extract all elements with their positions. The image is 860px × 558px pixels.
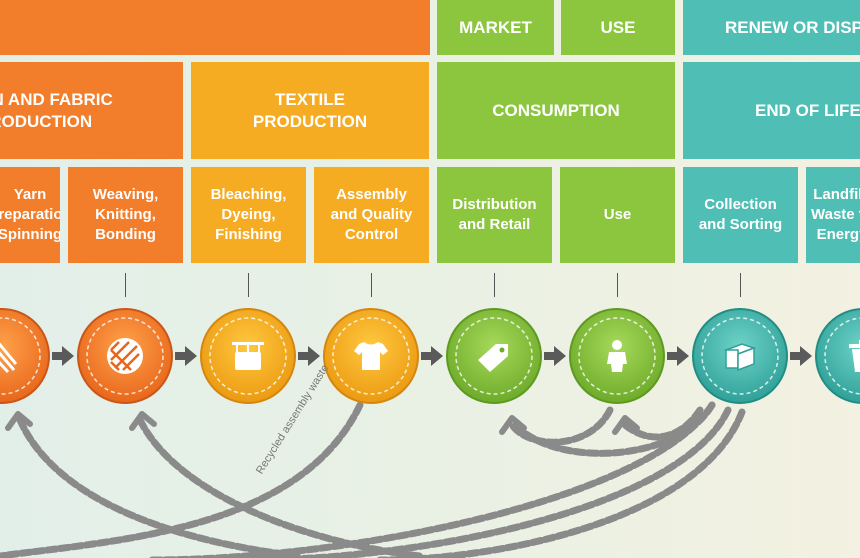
stage-textile-production: TEXTILE PRODUCTION (191, 62, 429, 159)
yarn-spool-icon (0, 342, 18, 374)
phase-renew-label: RENEW OR DISPOSE (725, 17, 860, 37)
stage-consumption: CONSUMPTION (437, 62, 675, 159)
step-yarn-preparation-label: Yarn Preparation (Spinning) (0, 186, 60, 243)
flow-arrows (52, 346, 812, 366)
recycle-arrowheads (5, 411, 640, 435)
step-weaving-label: Weaving, Knitting, Bonding (92, 186, 159, 243)
step-assembly-label: Assembly and Quality Control (330, 186, 413, 243)
step-collection-sorting: Collection and Sorting (683, 167, 798, 263)
step-landfill-label: Landfill, Waste to Energy (811, 186, 860, 243)
step-assembly-quality-control: Assembly and Quality Control (314, 167, 429, 263)
stage-yarn-fabric-label: YARN AND FABRIC PRODUCTION (0, 89, 113, 131)
tick-mark (740, 273, 741, 297)
phase-renew-or-dispose: RENEW OR DISPOSE (683, 0, 860, 55)
phase-market: MARKET (437, 0, 554, 55)
tick-mark (125, 273, 126, 297)
stacked-clothes-icon (723, 343, 757, 372)
badge-landfill (815, 308, 860, 404)
stage-yarn-fabric-production: YARN AND FABRIC PRODUCTION (0, 62, 183, 159)
step-weaving-knitting-bonding: Weaving, Knitting, Bonding (68, 167, 183, 263)
step-collection-label: Collection and Sorting (698, 196, 783, 233)
phase-use: USE (561, 0, 675, 55)
tshirt-icon (354, 342, 388, 370)
price-tag-icon (478, 344, 508, 372)
tick-mark (371, 273, 372, 297)
step-bleaching-dyeing-finishing: Bleaching, Dyeing, Finishing (191, 167, 306, 263)
stage-end-of-life-label: END OF LIFE (755, 100, 860, 120)
stage-textile-label: TEXTILE PRODUCTION (252, 89, 368, 131)
step-landfill-waste-to-energy: Landfill, Waste to Energy (806, 167, 860, 263)
badge-yarn-preparation (0, 308, 50, 404)
tick-mark (494, 273, 495, 297)
step-bleaching-label: Bleaching, Dyeing, Finishing (210, 186, 287, 243)
step-yarn-preparation: Yarn Preparation (Spinning) (0, 167, 60, 263)
stage-end-of-life: END OF LIFE (683, 62, 860, 159)
trash-bin-icon (849, 340, 860, 372)
dye-bath-icon (232, 342, 264, 370)
step-distribution-label: Distribution and Retail (452, 196, 537, 233)
step-distribution-retail: Distribution and Retail (437, 167, 552, 263)
tick-mark (248, 273, 249, 297)
step-use: Use (560, 167, 675, 263)
tick-mark (617, 273, 618, 297)
woven-fabric-icon (107, 338, 143, 374)
person-icon (607, 340, 627, 372)
recycle-loops (0, 401, 746, 558)
phase-produce (0, 0, 430, 55)
